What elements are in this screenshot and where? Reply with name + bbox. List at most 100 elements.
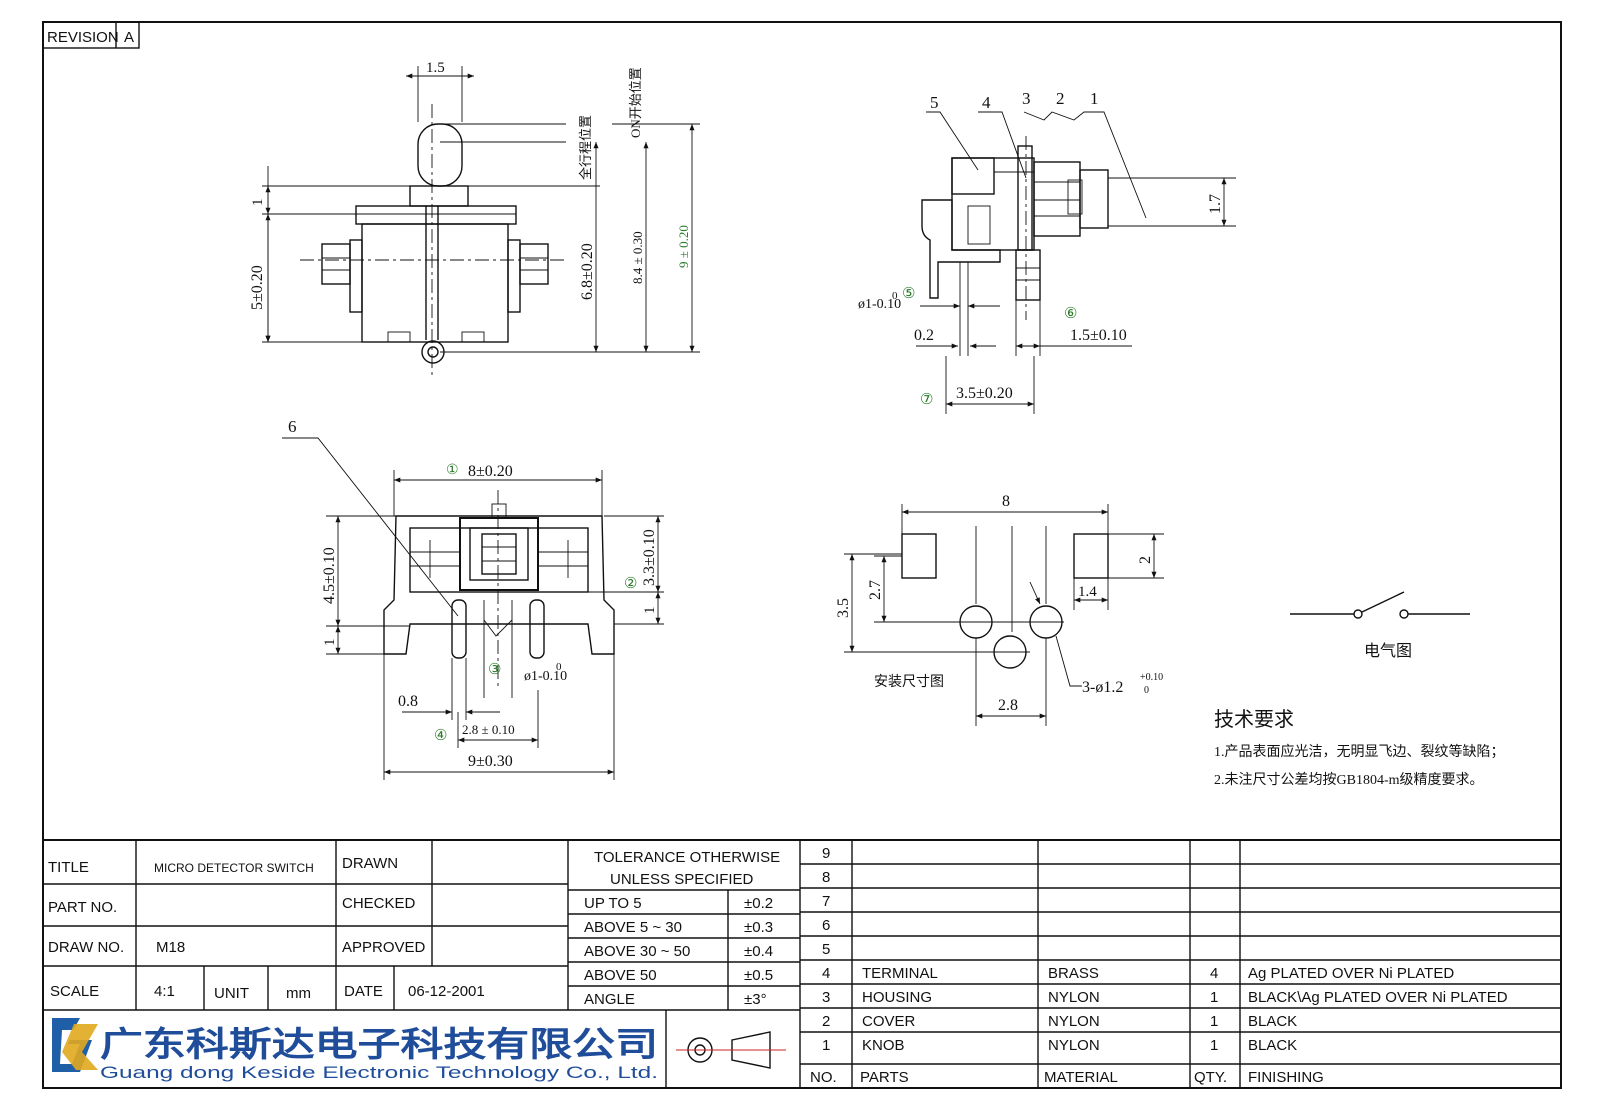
tolerance-header-1: TOLERANCE OTHERWISE xyxy=(594,849,780,866)
bottom-mark-1: ① xyxy=(446,461,459,477)
bottom-mark-2: ② xyxy=(624,575,637,592)
mount-dim-holes-plus: +0.10 xyxy=(1140,672,1163,683)
bom-cell-qty: 1 xyxy=(1210,989,1218,1006)
side-callout-5: 5 xyxy=(930,93,939,112)
company-name-en: Guang dong Keside Electronic Technology … xyxy=(100,1063,658,1082)
front-dim-1-5: 1.5 xyxy=(426,60,445,76)
front-label-on-position: ON开始位置 xyxy=(628,67,643,138)
tolerance-value: ±0.3 xyxy=(744,919,773,936)
revision-label: REVISION xyxy=(47,29,119,46)
bom-cell-qty: 4 xyxy=(1210,965,1218,982)
side-dim-3-5: 3.5±0.20 xyxy=(956,385,1013,402)
title-label: TITLE xyxy=(48,859,89,876)
tolerance-range: ABOVE 50 xyxy=(584,967,657,984)
title-value: MICRO DETECTOR SWITCH xyxy=(154,861,314,875)
bom-cell-part: KNOB xyxy=(862,1037,905,1054)
bom-cell-material: NYLON xyxy=(1048,1013,1100,1030)
mount-dim-8: 8 xyxy=(1002,493,1010,510)
bottom-dim-1-right: 1 xyxy=(642,607,658,615)
tolerance-range: ABOVE 5 ~ 30 xyxy=(584,919,682,936)
tolerance-range: ANGLE xyxy=(584,991,635,1008)
bom-cell-no: 2 xyxy=(822,1013,830,1030)
side-dim-pin-zero: 0 xyxy=(892,290,898,302)
tolerance-value: ±0.2 xyxy=(744,895,773,912)
bom-cell-no: 5 xyxy=(822,941,830,958)
bom-cell-no: 7 xyxy=(822,893,830,910)
bottom-callout-6: 6 xyxy=(288,417,297,436)
bom-header-material: MATERIAL xyxy=(1044,1069,1118,1086)
title-block: TITLE MICRO DETECTOR SWITCH PART NO. DRA… xyxy=(43,839,1561,1088)
bom-cell-finishing: BLACK xyxy=(1248,1037,1297,1054)
bom-cell-no: 6 xyxy=(822,917,830,934)
bottom-dim-9: 9±0.30 xyxy=(468,753,513,770)
side-callout-3: 3 xyxy=(1022,89,1031,108)
draw-no-label: DRAW NO. xyxy=(48,939,124,956)
bom-cell-no: 3 xyxy=(822,989,830,1006)
side-dim-pin: ø1-0.10 xyxy=(858,297,901,312)
side-dim-1-5: 1.5±0.10 xyxy=(1070,327,1127,344)
tolerance-header-2: UNLESS SPECIFIED xyxy=(610,871,754,888)
schematic-label: 电气图 xyxy=(1364,642,1412,660)
bottom-dim-1-left: 1 xyxy=(322,639,338,647)
bottom-view: 6 ① 8±0.20 4.5±0.10 1 3.3±0.10 ② 1 ③ ø1-… xyxy=(282,417,664,780)
revision-value: A xyxy=(124,29,134,46)
bom-cell-part: HOUSING xyxy=(862,989,932,1006)
mount-dim-3-5: 3.5 xyxy=(835,598,852,618)
bom-cell-material: NYLON xyxy=(1048,989,1100,1006)
tech-notes: 技术要求 1.产品表面应光洁，无明显飞边、裂纹等缺陷； 2.未注尺寸公差均按GB… xyxy=(1214,708,1505,788)
unit-value: mm xyxy=(286,985,311,1002)
bom-header-parts: PARTS xyxy=(860,1069,909,1086)
side-view: 5 4 3 2 1 1.7 ø1-0.10 0 ⑤ 0.2 ⑥ 1.5±0.10 xyxy=(858,89,1236,414)
bottom-dim-8: 8±0.20 xyxy=(468,463,513,480)
bom-cell-finishing: BLACK xyxy=(1248,1013,1297,1030)
front-label-full-travel: 全行程位置 xyxy=(578,115,593,180)
side-callout-4: 4 xyxy=(982,93,991,112)
bom-cell-no: 8 xyxy=(822,869,830,886)
company-name-cn: 广东科斯达电子科技有限公司 xyxy=(100,1025,658,1064)
bom-cell-qty: 1 xyxy=(1210,1013,1218,1030)
bottom-dim-2-8: 2.8 ± 0.10 xyxy=(462,722,515,737)
side-mark-5: ⑤ xyxy=(902,285,915,302)
front-dim-travel: 1 xyxy=(250,199,266,207)
company-logo xyxy=(52,1018,98,1072)
mount-dim-1-4: 1.4 xyxy=(1078,584,1097,600)
bom-cell-material: NYLON xyxy=(1048,1037,1100,1054)
tolerance-value: ±0.4 xyxy=(744,943,773,960)
projection-symbol-icon xyxy=(676,1031,786,1069)
tech-notes-line-2: 2.未注尺寸公差均按GB1804-m级精度要求。 xyxy=(1214,772,1484,788)
tolerance-range: UP TO 5 xyxy=(584,895,642,912)
bom-cell-part: TERMINAL xyxy=(862,965,938,982)
revision-box: REVISION A xyxy=(42,21,140,49)
mount-label: 安装尺寸图 xyxy=(874,674,944,690)
mount-dim-holes: 3-ø1.2 xyxy=(1082,679,1123,696)
front-view: 1.5 1 5±0.20 6.8±0.20 8.4 ± 0.30 9 ± 0.2… xyxy=(249,60,700,378)
scale-label: SCALE xyxy=(50,983,99,1000)
switch-schematic: 电气图 xyxy=(1290,591,1470,660)
front-dim-6-8: 6.8±0.20 xyxy=(579,243,596,300)
date-label: DATE xyxy=(344,983,383,1000)
front-dim-8-4: 8.4 ± 0.30 xyxy=(630,231,645,284)
side-callout-2: 2 xyxy=(1056,89,1065,108)
bom-cell-no: 1 xyxy=(822,1037,830,1054)
side-dim-1-7: 1.7 xyxy=(1207,194,1224,214)
tech-notes-title: 技术要求 xyxy=(1214,708,1294,731)
side-dim-0-2: 0.2 xyxy=(914,327,934,344)
bottom-dim-3-3: 3.3±0.10 xyxy=(641,529,658,586)
part-no-label: PART NO. xyxy=(48,899,117,916)
approved-label: APPROVED xyxy=(342,939,426,956)
tolerance-range: ABOVE 30 ~ 50 xyxy=(584,943,690,960)
bom-cell-part: COVER xyxy=(862,1013,916,1030)
bom-cell-material: BRASS xyxy=(1048,965,1099,982)
front-dim-body: 5±0.20 xyxy=(249,265,266,310)
sheet-border xyxy=(42,21,1562,1089)
bottom-mark-4: ④ xyxy=(434,727,447,744)
drawn-label: DRAWN xyxy=(342,855,398,872)
mount-footprint: 8 2 1.4 2.7 3.5 3-ø1.2 +0.10 0 2.8 安装尺寸图 xyxy=(835,493,1164,726)
mount-dim-2: 2 xyxy=(1137,556,1154,564)
tolerance-value: ±0.5 xyxy=(744,967,773,984)
bottom-dim-0-8: 0.8 xyxy=(398,693,418,710)
bottom-dim-pin-zero: 0 xyxy=(556,661,562,673)
bom-cell-no: 9 xyxy=(822,845,830,862)
front-dim-9: 9 ± 0.20 xyxy=(676,225,691,268)
